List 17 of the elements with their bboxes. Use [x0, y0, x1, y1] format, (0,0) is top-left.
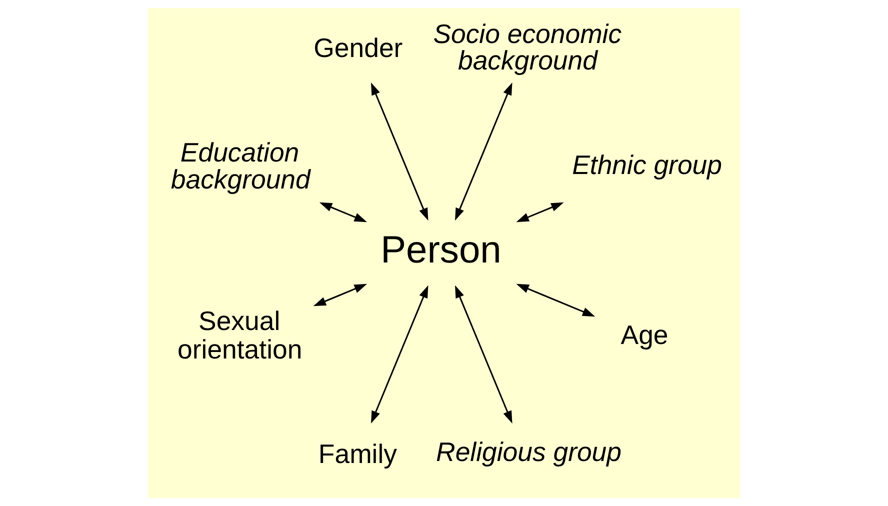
arrow [455, 285, 512, 424]
arrow [319, 202, 367, 222]
node-text: Person [380, 228, 502, 272]
node-text: Gender [314, 33, 403, 64]
node-text: Age [620, 320, 668, 350]
arrow [313, 284, 367, 306]
node-text: Family [318, 439, 398, 470]
arrow [455, 82, 512, 221]
node-text: Religious group [436, 437, 622, 468]
node-text: Education background [170, 138, 310, 194]
node-text: Sexual orientation [178, 306, 302, 364]
arrow [370, 82, 428, 221]
arrow [516, 284, 596, 317]
node-text: Ethnic group [572, 150, 722, 180]
arrow [516, 202, 564, 222]
node-text: Socio economic background [433, 18, 622, 76]
arrow [370, 285, 428, 424]
